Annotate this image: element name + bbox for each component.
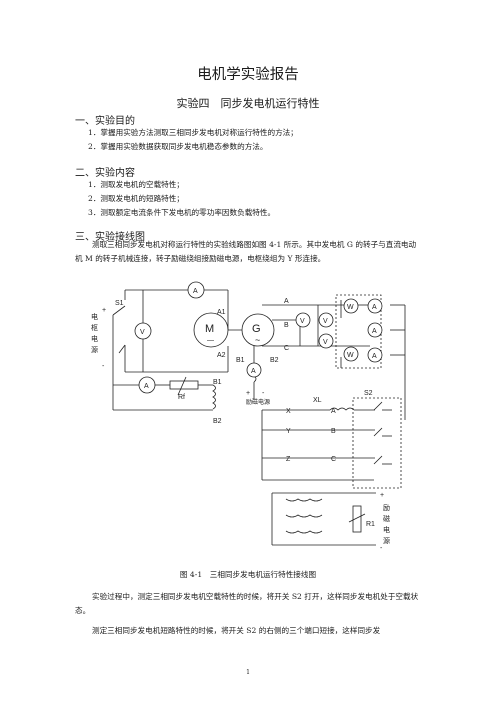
motor-dc-mark: —: [207, 337, 214, 344]
supply-plus: +: [102, 307, 106, 314]
right-supply-plus: +: [380, 492, 384, 499]
ammeter-field-symbol: [138, 376, 156, 394]
body-paragraph-1: 实验过程中，测定三相同步发电机空载特性的时候，将开关 S2 打开，这样同步发电机…: [75, 592, 419, 615]
z-label: Z: [286, 456, 291, 463]
wiring-paragraph: 测取三相同步发电机对称运行特性的实验线路图如图 4-1 所示。其中发电机 G 的…: [75, 240, 417, 263]
b1-gen-label: B1: [236, 357, 245, 364]
b2-gen-label: B2: [270, 357, 279, 364]
supply-label-4: 源: [91, 345, 98, 354]
ammeter-c-symbol: [367, 347, 383, 363]
section-heading-purpose: 一、实验目的: [75, 116, 135, 127]
experiment-subtitle: 实验四 同步发电机运行特性: [176, 97, 320, 110]
b1-motor-label: B1: [213, 379, 222, 386]
gen-field-minus: -: [262, 390, 265, 397]
wattmeter-1-letter: W: [347, 304, 354, 311]
a2-label: A2: [217, 352, 226, 359]
right-supply-label-4: 源: [383, 536, 390, 545]
motor-letter: M: [205, 323, 214, 335]
ammeter-b-symbol: [367, 322, 383, 338]
voltmeter-ca-symbol: [318, 333, 334, 349]
gen-field-plus: +: [246, 390, 250, 397]
s1-label: S1: [115, 300, 124, 307]
s2-label: S2: [364, 390, 373, 397]
rf-label: Rf: [178, 394, 185, 401]
ammeter-b-letter: A: [372, 328, 377, 335]
section-heading-wiring: 三、实验接线图: [75, 232, 145, 243]
voltmeter-bc-letter: V: [323, 318, 328, 325]
generator-symbol: [241, 313, 275, 347]
purpose-item-1: 1．掌握用实验方法测取三相同步发电机对称运行特性的方法；: [88, 128, 298, 137]
phase-b-label: B: [284, 322, 289, 329]
b2-motor-label: B2: [213, 418, 222, 425]
xl-label: XL: [313, 397, 322, 404]
load-a-label: A: [331, 408, 336, 415]
wattmeter-2-letter: W: [347, 352, 354, 359]
supply-minus: -: [102, 363, 105, 370]
page-number: 1: [246, 669, 250, 676]
content-item-1: 1．测取发电机的空载特性；: [88, 180, 184, 189]
phase-a-label: A: [284, 298, 289, 305]
ammeter-c-letter: A: [372, 353, 377, 360]
voltmeter-bc-symbol: [318, 312, 334, 328]
r1-label: R1: [366, 521, 375, 528]
supply-label-1: 电: [91, 312, 98, 321]
a1-label: A1: [217, 309, 226, 316]
doc-title: 电机学实验报告: [197, 67, 299, 83]
right-supply-minus: -: [380, 545, 383, 552]
figure-caption: 图 4-1 三相同步发电机运行特性接线图: [179, 570, 317, 579]
ammeter-armature-symbol: [187, 281, 205, 299]
ammeter-gen-field-letter: A: [251, 368, 256, 375]
load-b-label: B: [331, 428, 336, 435]
section-heading-content: 二、实验内容: [75, 168, 135, 179]
gen-field-supply-label: 励磁电源: [246, 398, 270, 406]
right-supply-label-1: 励: [383, 504, 390, 512]
supply-label-3: 电: [91, 334, 98, 343]
purpose-item-2: 2．掌握用实验数据获取同步发电机稳态参数的方法。: [88, 142, 268, 151]
supply-label-2: 枢: [91, 323, 98, 332]
voltmeter-armature-symbol: [134, 322, 152, 340]
wattmeter-1-symbol: [343, 298, 359, 314]
right-supply-label-2: 磁: [383, 514, 390, 523]
ammeter-field-letter: A: [144, 383, 149, 390]
ammeter-a-letter: A: [372, 304, 377, 311]
voltmeter-armature-letter: V: [140, 329, 145, 336]
content-item-2: 2．测取发电机的短路特性；: [88, 194, 184, 203]
right-supply-label-3: 电: [383, 525, 390, 534]
generator-ac-mark: ~: [255, 335, 260, 345]
load-c-label: C: [331, 456, 336, 463]
x-label: X: [286, 408, 291, 415]
phase-c-label: C: [284, 345, 289, 352]
voltmeter-ab-symbol: [295, 312, 311, 328]
y-label: Y: [286, 428, 291, 435]
ammeter-a-symbol: [367, 298, 383, 314]
content-item-3: 3．测取额定电流条件下发电机的零功率因数负载特性。: [88, 208, 276, 217]
motor-symbol: [193, 312, 229, 348]
voltmeter-ab-letter: V: [300, 318, 305, 325]
ammeter-armature-letter: A: [193, 288, 198, 295]
wattmeter-2-symbol: [343, 346, 359, 362]
body-paragraph-2: 测定三相同步发电机短路特性的时候，将开关 S2 的右侧的三个端口短接，这样同步发: [92, 626, 381, 635]
voltmeter-ca-letter: V: [323, 339, 328, 346]
generator-letter: G: [252, 323, 261, 335]
ammeter-gen-field-symbol: [246, 362, 262, 378]
